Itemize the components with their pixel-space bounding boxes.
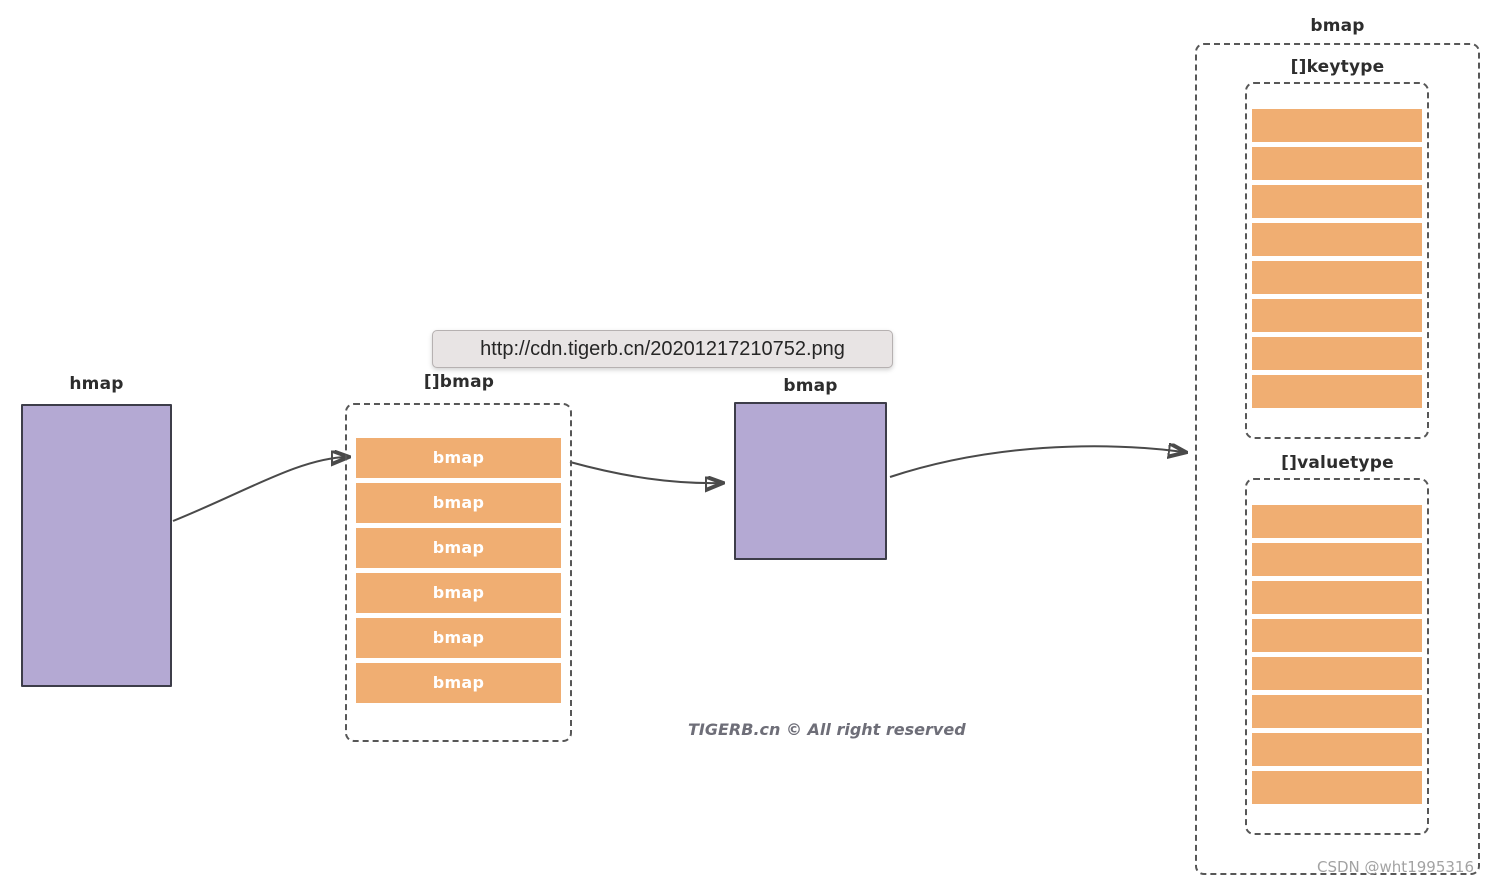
bmap-label: bmap — [783, 376, 838, 396]
valuetype-slot — [1252, 733, 1422, 766]
bucket-detail-box: []keytype []valuetype — [1195, 43, 1480, 875]
keytype-slots — [1252, 109, 1422, 408]
keytype-label: []keytype — [1290, 57, 1385, 77]
valuetype-slot — [1252, 771, 1422, 804]
url-preview-tooltip: http://cdn.tigerb.cn/20201217210752.png — [432, 330, 893, 368]
keytype-slot — [1252, 261, 1422, 294]
csdn-watermark: CSDN @wht1995316 — [1317, 858, 1474, 876]
bucket-array-slots: bmap bmap bmap bmap bmap bmap — [356, 438, 561, 703]
bucket-detail-label: bmap — [1310, 16, 1365, 36]
bucket-array-slot: bmap — [356, 663, 561, 703]
bucket-array-box: bmap bmap bmap bmap bmap bmap — [345, 403, 572, 742]
valuetype-slot — [1252, 657, 1422, 690]
keytype-slot — [1252, 337, 1422, 370]
valuetype-slot — [1252, 619, 1422, 652]
bucket-array-slot: bmap — [356, 483, 561, 523]
valuetype-box — [1245, 478, 1429, 835]
hmap-label: hmap — [69, 374, 124, 394]
keytype-slot — [1252, 299, 1422, 332]
tigerb-watermark: TIGERB.cn © All right reserved — [688, 720, 966, 739]
bucket-array-slot: bmap — [356, 438, 561, 478]
keytype-slot — [1252, 223, 1422, 256]
keytype-box — [1245, 82, 1429, 439]
keytype-slot — [1252, 185, 1422, 218]
valuetype-label: []valuetype — [1281, 453, 1394, 473]
bucket-array-slot: bmap — [356, 573, 561, 613]
keytype-slot — [1252, 375, 1422, 408]
bmap-box — [734, 402, 887, 560]
arrow-bmap-to-bucket-detail-icon — [889, 446, 1184, 478]
valuetype-slot — [1252, 581, 1422, 614]
keytype-slot — [1252, 147, 1422, 180]
keytype-slot — [1252, 109, 1422, 142]
arrow-bucket-array-to-bmap-icon — [569, 461, 721, 483]
valuetype-slots — [1252, 505, 1422, 804]
valuetype-slot — [1252, 505, 1422, 538]
valuetype-slot — [1252, 695, 1422, 728]
bucket-array-label: []bmap — [423, 372, 495, 392]
hmap-box — [21, 404, 172, 687]
bucket-array-slot: bmap — [356, 528, 561, 568]
valuetype-slot — [1252, 543, 1422, 576]
arrow-hmap-to-bucket-array-icon — [172, 457, 347, 522]
bucket-array-slot: bmap — [356, 618, 561, 658]
